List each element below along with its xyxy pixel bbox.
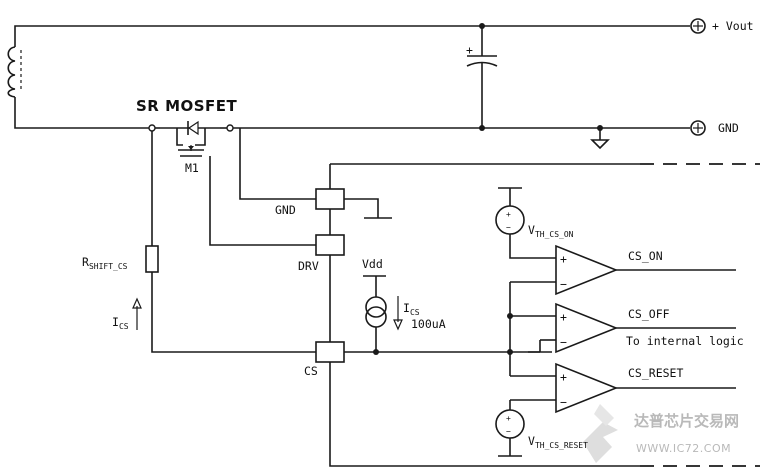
watermark-logo	[583, 422, 618, 463]
pin-drv-label: DRV	[298, 259, 319, 273]
svg-text:+: +	[560, 370, 567, 384]
svg-text:−: −	[560, 395, 567, 409]
controller-wiring	[145, 128, 316, 353]
svg-text:+: +	[506, 210, 511, 219]
pin-gnd-label: GND	[275, 203, 296, 217]
svg-text:+: +	[466, 43, 473, 57]
vout-label: + Vout	[712, 19, 754, 33]
m1-label: M1	[185, 161, 199, 175]
pin-cs-label: CS	[304, 364, 318, 378]
ics-current-source	[363, 275, 403, 352]
ics-current-arrow	[132, 297, 142, 330]
svg-text:−: −	[560, 335, 567, 349]
watermark-text: 达普芯片交易网	[634, 412, 739, 430]
ground-symbol-rail	[590, 125, 610, 150]
pin-drv	[315, 234, 345, 256]
to-internal-logic-label: To internal logic	[626, 334, 744, 348]
vdd-label: Vdd	[362, 257, 383, 271]
cs-reset-label: CS_RESET	[628, 366, 683, 380]
gnd-terminal	[690, 120, 706, 136]
watermark: 达普芯片交易网 WWW.IC72.COM	[583, 404, 739, 463]
pin-cs	[315, 341, 345, 363]
cs-comparator-bus	[507, 281, 556, 377]
watermark-url: WWW.IC72.COM	[636, 442, 731, 455]
svg-text:+: +	[560, 252, 567, 266]
r-shift-label: RSHIFT_CS	[82, 255, 128, 271]
cs-off-label: CS_OFF	[628, 307, 670, 321]
vth-cs-on-source: + −	[495, 187, 556, 259]
transformer-winding	[7, 46, 16, 98]
svg-text:−: −	[506, 427, 511, 436]
r-shift-resistor	[145, 245, 159, 273]
svg-text:+: +	[506, 414, 511, 423]
comparator-cs-on: + −	[555, 244, 736, 296]
ics-left-label: ICS	[112, 315, 129, 331]
vth-cs-reset-label: VTH_CS_RESET	[528, 434, 588, 450]
controller-ic-boundary	[329, 163, 760, 467]
ics-source-label: ICS	[403, 301, 420, 317]
pin-gnd	[315, 188, 392, 219]
svg-text:−: −	[560, 277, 567, 291]
gnd-rail-label: GND	[718, 121, 739, 135]
comparator-cs-reset: + −	[555, 362, 736, 414]
ics-source-value: 100uA	[411, 317, 446, 331]
cs-on-label: CS_ON	[628, 249, 663, 263]
sr-mosfet-label: SR MOSFET	[136, 97, 238, 115]
vout-terminal	[690, 18, 706, 34]
output-capacitor: +	[466, 26, 498, 128]
sr-mosfet: SR MOSFET M1	[136, 97, 238, 175]
vth-cs-reset-source: + −	[495, 399, 556, 457]
comparator-cs-off: + −	[555, 302, 736, 354]
svg-text:+: +	[560, 310, 567, 324]
svg-text:−: −	[506, 223, 511, 232]
output-stage: + + Vout GND	[7, 18, 754, 150]
vth-cs-on-label: VTH_CS_ON	[528, 223, 574, 239]
